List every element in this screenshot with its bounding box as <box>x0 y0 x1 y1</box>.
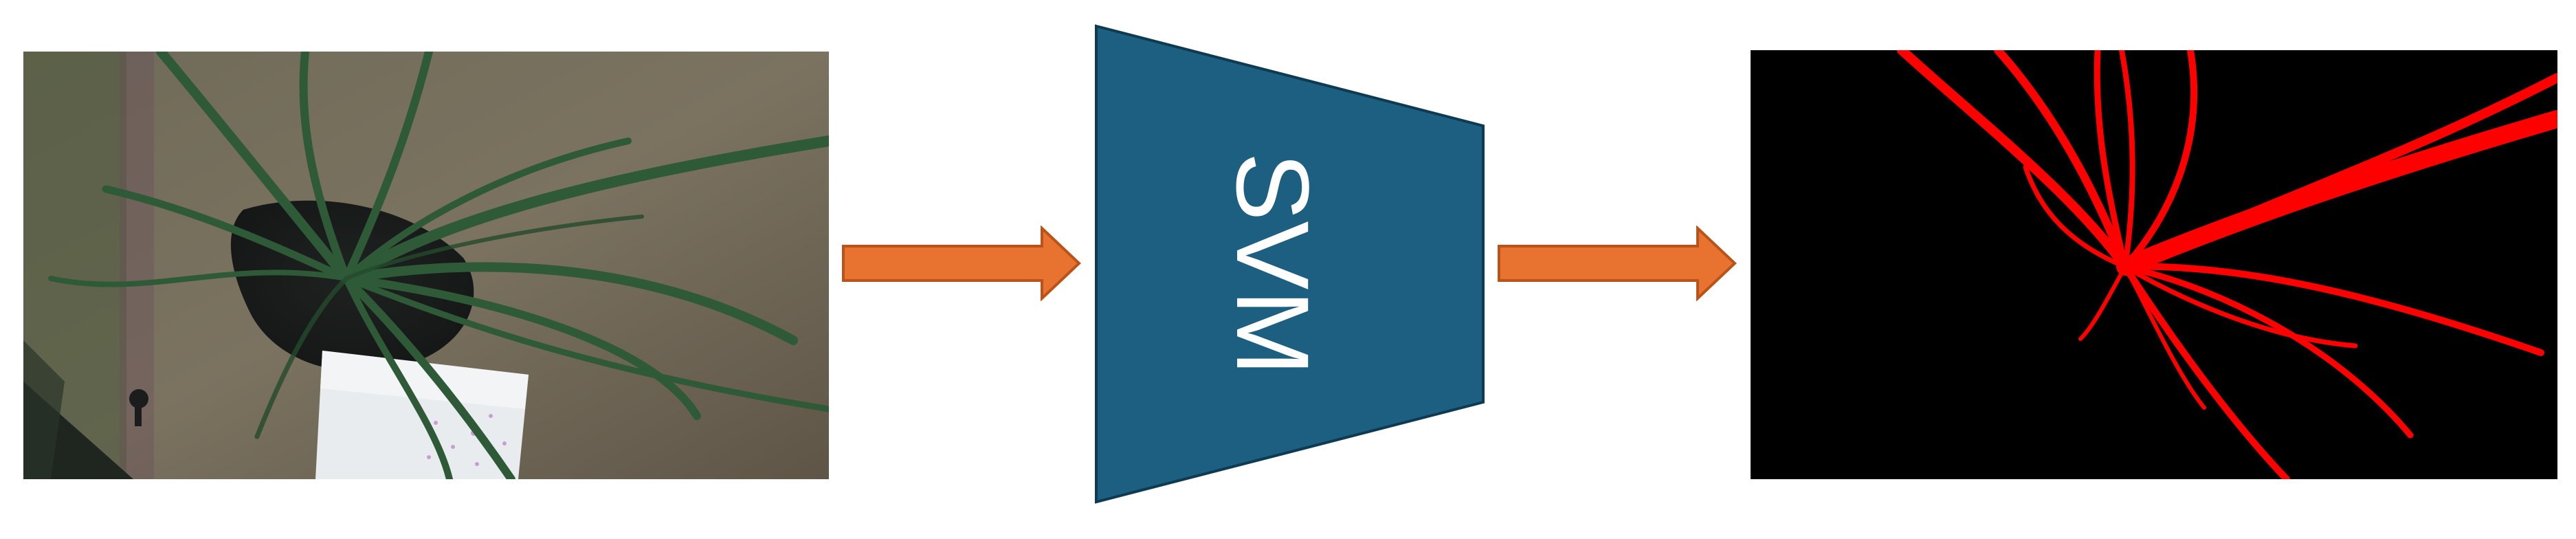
input-plant-photo <box>23 52 829 479</box>
segmentation-mask-image <box>1751 50 2557 479</box>
plant-photo-image <box>23 52 829 479</box>
output-segmentation-mask <box>1751 50 2557 479</box>
right-arrow-icon <box>1498 226 1737 301</box>
svm-label: SVM <box>1215 152 1331 375</box>
right-arrow-icon <box>842 226 1081 301</box>
